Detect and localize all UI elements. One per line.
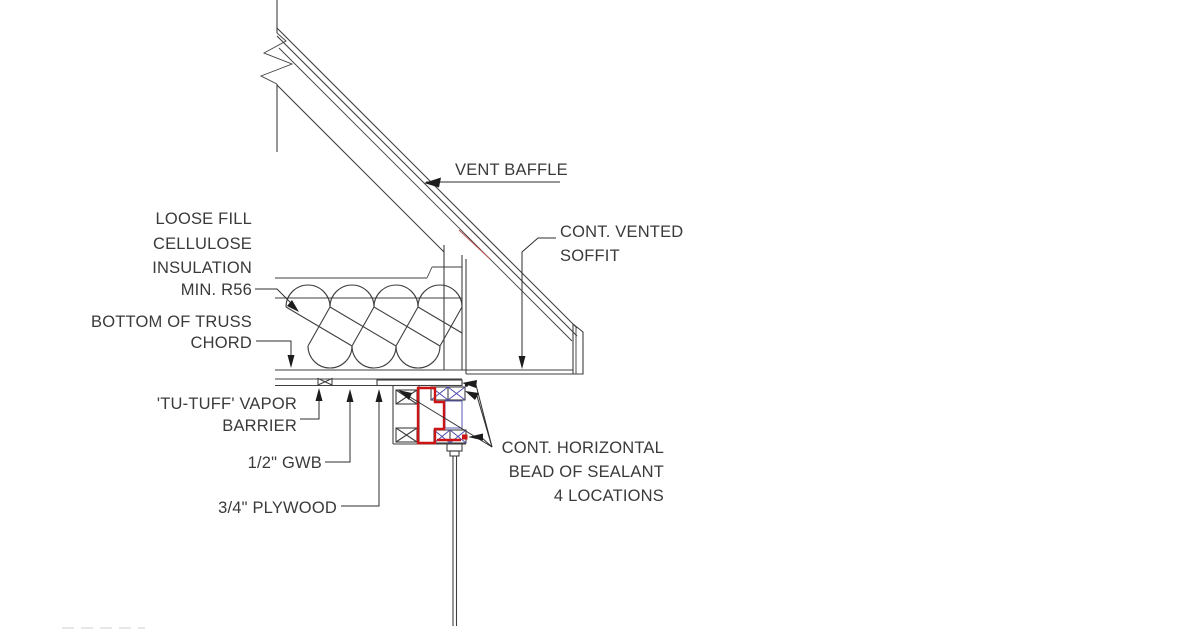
label-bottom-chord-line1: BOTTOM OF TRUSS <box>91 313 252 331</box>
label-sealant-line1: CONT. HORIZONTAL <box>502 439 664 457</box>
label-vented-soffit-line2: SOFFIT <box>560 247 620 265</box>
arrowhead <box>287 300 299 312</box>
label-sealant-line2: BEAD OF SEALANT <box>509 463 664 481</box>
leader-vapor-barrier <box>300 388 323 420</box>
sealant-bead-outline <box>416 386 468 445</box>
truss-heel-lines <box>426 245 467 374</box>
arrowhead <box>518 356 526 369</box>
label-loose-fill-line3: INSULATION <box>152 259 252 277</box>
leader-bottom-chord <box>256 340 295 368</box>
leader-gwb <box>325 389 354 463</box>
label-sealant-line3: 4 LOCATIONS <box>554 487 664 505</box>
arrowhead <box>465 391 479 400</box>
blocking-detail <box>392 386 468 457</box>
fascia-board <box>572 322 584 375</box>
arrowhead <box>468 433 483 441</box>
vapor-barrier-strip <box>376 379 463 387</box>
arrowhead <box>346 389 354 402</box>
label-vent-baffle: VENT BAFFLE <box>455 161 568 179</box>
strapping-bowtie-symbol <box>317 377 333 386</box>
label-vapor-barrier-line1: 'TU-TUFF' VAPOR <box>157 395 297 413</box>
leader-vented-soffit <box>518 237 556 369</box>
label-loose-fill-line2: CELLULOSE <box>153 235 252 253</box>
attic-horizontal-lines <box>275 277 573 371</box>
label-gwb: 1/2" GWB <box>248 454 322 472</box>
arrowhead <box>315 388 323 401</box>
trim-pieces <box>446 443 463 457</box>
roof-slope-lines <box>276 27 578 342</box>
label-vented-soffit-line1: CONT. VENTED <box>560 223 683 241</box>
arrowhead <box>287 355 295 368</box>
label-plywood: 3/4" PLYWOOD <box>218 499 337 517</box>
insulation-batt-symbol <box>285 284 463 369</box>
sealant-reference-dot <box>464 383 469 387</box>
wall-line <box>452 456 458 626</box>
label-loose-fill-line1: LOOSE FILL <box>156 210 252 228</box>
arrowhead <box>375 389 383 402</box>
arrowhead <box>462 380 477 388</box>
leader-vent-baffle <box>424 177 560 188</box>
leader-sealant-locations <box>398 380 493 448</box>
leader-plywood <box>341 389 383 507</box>
cut-break-line <box>259 0 294 152</box>
label-vapor-barrier-line2: BARRIER <box>222 417 297 435</box>
leader-min-r56 <box>255 288 299 312</box>
arrowhead <box>424 177 441 188</box>
arrowhead <box>398 390 412 400</box>
label-loose-fill-line4: MIN. R56 <box>181 281 252 299</box>
vent-baffle-red-mark <box>458 229 491 260</box>
label-bottom-chord-line2: CHORD <box>191 334 253 352</box>
